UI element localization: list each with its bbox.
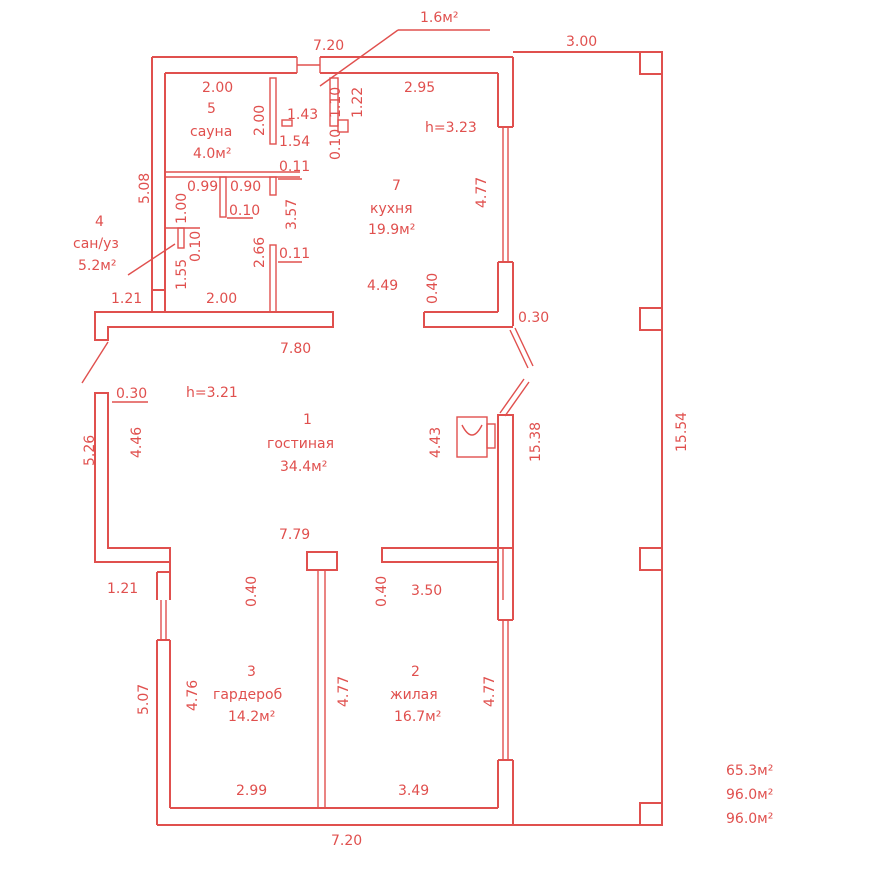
dim-780: 7.80 (280, 341, 311, 357)
sauna-name: сауна (190, 124, 232, 140)
dim-bottom-width: 7.20 (331, 833, 362, 849)
total-area-1: 65.3м² (726, 763, 773, 779)
wardrobe-area: 14.2м² (228, 709, 275, 725)
top-wall (152, 56, 513, 74)
dim-508: 5.08 (137, 173, 153, 204)
living-right-wall (497, 414, 514, 549)
kitchen-name: кухня (370, 201, 413, 217)
living-left-wall (94, 392, 171, 563)
total-area-3: 96.0м² (726, 811, 773, 827)
dim-143: 1.43 (287, 107, 318, 123)
bathroom-number: 4 (95, 214, 104, 230)
bathroom-area: 5.2м² (78, 258, 116, 274)
dim-349: 3.49 (398, 783, 429, 799)
dim-kitchen-w: 2.95 (404, 80, 435, 96)
top-partial-area: 1.6м² (420, 10, 458, 26)
wardrobe-left-wall (156, 562, 171, 825)
sauna-area: 4.0м² (193, 146, 231, 162)
dim-110: 1.10 (328, 87, 344, 118)
bedroom-name: жилая (390, 687, 438, 703)
dim-350: 3.50 (411, 583, 442, 599)
living-area: 34.4м² (280, 459, 327, 475)
dim-446: 4.46 (129, 427, 145, 458)
kitchen-bottom-wall (423, 311, 513, 328)
dim-779: 7.79 (279, 527, 310, 543)
bedroom-area: 16.7м² (394, 709, 441, 725)
dim-121-top: 1.21 (111, 291, 142, 307)
dim-010-c: 0.10 (188, 231, 204, 262)
kitchen-right-wall (497, 57, 514, 326)
dim-299: 2.99 (236, 783, 267, 799)
dim-357: 3.57 (284, 199, 300, 230)
dim-100: 1.00 (174, 193, 190, 224)
dim-090: 0.90 (230, 179, 261, 195)
inner-partitions (165, 77, 349, 313)
terrace-outline (513, 51, 663, 826)
bottom-wall (157, 807, 513, 826)
dim-155: 1.55 (174, 259, 190, 290)
kitchen-number: 7 (392, 178, 401, 194)
dim-bath-w: 2.00 (206, 291, 237, 307)
dim-1554: 15.54 (674, 412, 690, 452)
dim-040-w: 0.40 (244, 576, 260, 607)
dim-1538: 15.38 (528, 422, 544, 462)
dim-030-right: 0.30 (518, 310, 549, 326)
living-name: гостиная (267, 436, 334, 452)
kitchen-area: 19.9м² (368, 222, 415, 238)
dim-030-left: 0.30 (116, 386, 147, 402)
lower-partition-wall (381, 547, 499, 563)
dim-507: 5.07 (136, 684, 152, 715)
dim-266: 2.66 (252, 237, 268, 268)
living-number: 1 (303, 412, 312, 428)
dim-sauna-w: 2.00 (202, 80, 233, 96)
bathroom-name: сан/уз (73, 236, 119, 252)
wardrobe-number: 3 (247, 664, 256, 680)
dim-top-width: 7.20 (313, 38, 344, 54)
dim-010-a: 0.10 (328, 129, 344, 160)
entrance-door (499, 327, 534, 417)
dim-477-kitchen: 4.77 (474, 177, 490, 208)
dim-476: 4.76 (185, 680, 201, 711)
dim-099: 0.99 (187, 179, 218, 195)
dim-526: 5.26 (82, 435, 98, 466)
dim-477-bed: 4.77 (482, 676, 498, 707)
dim-121-bottom: 1.21 (107, 581, 138, 597)
dim-122: 1.22 (350, 87, 366, 118)
dim-040-kitchen: 0.40 (425, 273, 441, 304)
dim-477-mid: 4.77 (336, 676, 352, 707)
sauna-number: 5 (207, 101, 216, 117)
dim-040-b: 0.40 (374, 576, 390, 607)
dim-011-a: 0.11 (279, 159, 310, 175)
dim-010-b: 0.10 (229, 203, 260, 219)
dim-sauna-h: 2.00 (252, 105, 268, 136)
dim-011-b: 0.11 (279, 246, 310, 262)
living-height: h=3.21 (186, 385, 238, 401)
left-upper-wall (151, 57, 166, 312)
wardrobe-name: гардероб (213, 687, 282, 703)
dim-443: 4.43 (428, 427, 444, 458)
dim-terrace-width: 3.00 (566, 34, 597, 50)
fireplace (456, 416, 496, 458)
dim-154: 1.54 (279, 134, 310, 150)
dim-449: 4.49 (367, 278, 398, 294)
total-area-2: 96.0м² (726, 787, 773, 803)
kitchen-height: h=3.23 (425, 120, 477, 136)
bedroom-number: 2 (411, 664, 420, 680)
bedroom-right-wall (497, 548, 514, 825)
upper-partition-wall (94, 290, 334, 341)
